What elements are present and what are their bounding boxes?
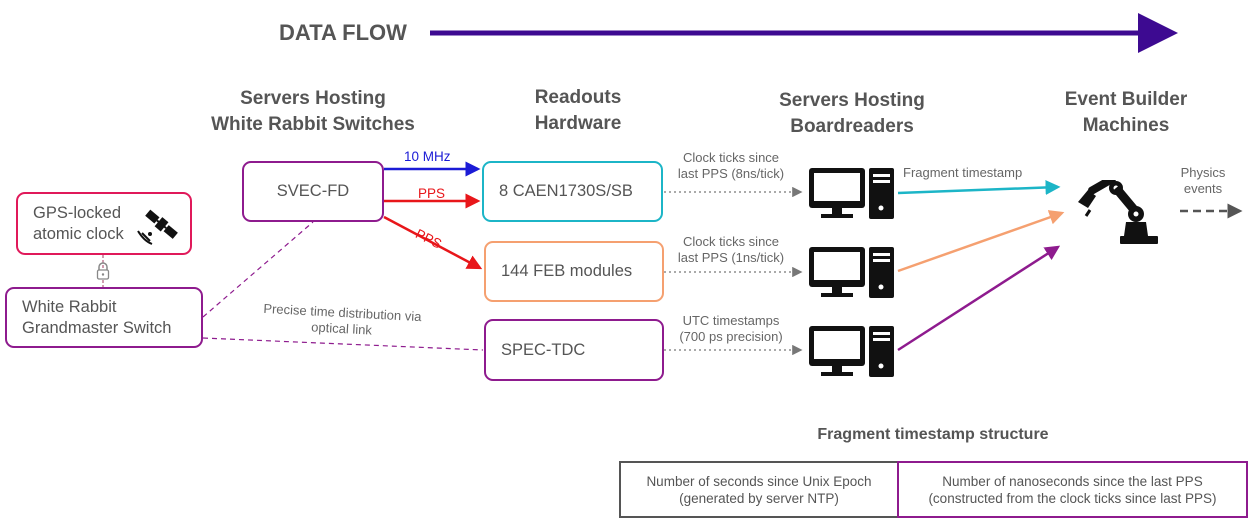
readouts-header-line2: Hardware xyxy=(534,113,622,134)
svec-fd-node[interactable]: SVEC-FD xyxy=(242,161,384,222)
satellite-icon xyxy=(137,209,178,245)
boardreaders-header-line2: Boardreaders xyxy=(790,116,914,137)
pps-label-1: PPS xyxy=(418,186,446,201)
gps-clock-line1: GPS-locked xyxy=(33,203,122,222)
utc-line2: (700 ps precision) xyxy=(679,329,783,344)
eventbuilder-header-line1: Event Builder xyxy=(1064,89,1188,110)
computer-icon[interactable] xyxy=(809,247,895,299)
mhz-label: 10 MHz xyxy=(404,149,451,164)
timestamp-seconds-cell: Number of seconds since Unix Epoch (gene… xyxy=(619,461,899,518)
eventbuilder-header-line2: Machines xyxy=(1082,115,1170,136)
utc-label: UTC timestamps (700 ps precision) xyxy=(668,313,794,345)
timestamp-seconds-line1: Number of seconds since Unix Epoch xyxy=(646,473,872,489)
feb-node[interactable]: 144 FEB modules xyxy=(484,241,664,302)
svec-fd-label: SVEC-FD xyxy=(276,182,350,200)
feb-ticks-line1: Clock ticks since xyxy=(682,234,780,249)
utc-line1: UTC timestamps xyxy=(682,313,780,328)
caen-ticks-label: Clock ticks since last PPS (8ns/tick) xyxy=(668,150,794,182)
server2-to-eb xyxy=(897,210,1065,273)
pps-arrow-feb xyxy=(383,215,483,270)
fragment-label: Fragment timestamp xyxy=(903,165,1023,180)
computer-icon[interactable] xyxy=(809,326,895,378)
boardreaders-header-line1: Servers Hosting xyxy=(779,90,925,111)
dataflow-title: DATA FLOW xyxy=(279,20,407,45)
feb-ticks-line2: last PPS (1ns/tick) xyxy=(677,250,785,265)
physics-label: Physics events xyxy=(1176,165,1230,197)
grandmaster-line1: White Rabbit xyxy=(22,297,117,316)
timestamp-nanoseconds-line1: Number of nanoseconds since the last PPS xyxy=(942,473,1203,489)
optical-link-svec xyxy=(202,221,314,318)
physics-line2: events xyxy=(1183,181,1223,196)
caen-ticks-line2: last PPS (8ns/tick) xyxy=(677,166,785,181)
gps-clock-node[interactable]: GPS-locked atomic clock xyxy=(16,192,192,255)
server1-to-eb xyxy=(897,179,1061,195)
grandmaster-line2: Grandmaster Switch xyxy=(22,318,172,337)
feb-label: 144 FEB modules xyxy=(501,262,633,280)
boardreaders-header: Servers Hosting Boardreaders xyxy=(762,88,942,140)
spec-tdc-node[interactable]: SPEC-TDC xyxy=(484,319,664,381)
physics-line1: Physics xyxy=(1180,165,1226,180)
grandmaster-switch-node[interactable]: White Rabbit Grandmaster Switch xyxy=(5,287,203,348)
gps-clock-label: GPS-locked atomic clock xyxy=(33,203,124,245)
feb-ticks-label: Clock ticks since last PPS (1ns/tick) xyxy=(668,234,794,266)
caen-label: 8 CAEN1730S/SB xyxy=(499,182,633,200)
computer-icon[interactable] xyxy=(809,168,895,220)
timestamp-title: Fragment timestamp structure xyxy=(817,426,1049,443)
switches-header: Servers Hosting White Rabbit Switches xyxy=(193,86,433,138)
timestamp-nanoseconds-line2: (constructed from the clock ticks since … xyxy=(928,490,1217,506)
caen-ticks-line1: Clock ticks since xyxy=(682,150,780,165)
timestamp-nanoseconds-cell: Number of nanoseconds since the last PPS… xyxy=(897,461,1248,518)
readouts-header-line1: Readouts xyxy=(534,87,622,108)
readouts-header: Readouts Hardware xyxy=(500,85,656,137)
lock-icon xyxy=(96,262,110,280)
switches-header-line1: Servers Hosting xyxy=(240,88,386,109)
optical-link-spec xyxy=(202,337,484,351)
gps-clock-line2: atomic clock xyxy=(33,224,124,243)
server3-to-eb xyxy=(897,245,1061,352)
spec-tdc-label: SPEC-TDC xyxy=(501,340,586,359)
switches-header-line2: White Rabbit Switches xyxy=(211,114,415,135)
robot-arm-icon[interactable] xyxy=(1076,180,1162,246)
grandmaster-label: White Rabbit Grandmaster Switch xyxy=(22,297,171,339)
caen-node[interactable]: 8 CAEN1730S/SB xyxy=(482,161,663,222)
timestamp-seconds-line2: (generated by server NTP) xyxy=(679,490,839,506)
eventbuilder-header: Event Builder Machines xyxy=(1046,87,1206,139)
